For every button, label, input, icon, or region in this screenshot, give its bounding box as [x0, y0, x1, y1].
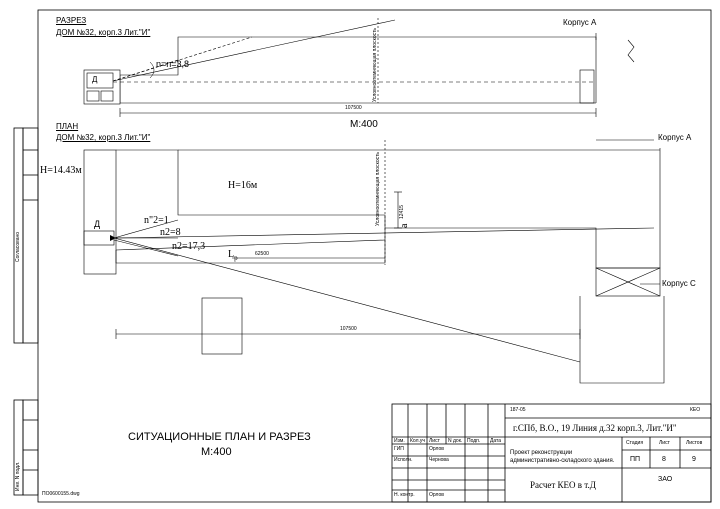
stamp-name-gip: Орлов [429, 446, 444, 452]
stamp-header-list: Лист [429, 438, 440, 444]
title-block [391, 403, 712, 503]
plan-window-label: Д [94, 219, 101, 229]
plan-title: ПЛАН [56, 122, 79, 131]
stamp-sheet-header: Лист [659, 440, 670, 446]
side-strip-agreed-2 [22, 127, 39, 344]
side-inv: Инв. N подл. [15, 461, 21, 491]
plan-l-sub: p [234, 254, 238, 262]
stamp-role-control: Н. контр. [394, 492, 415, 498]
section-plane-label: Условноотемняющая плоскость [372, 27, 378, 102]
stamp-org: ЗАО [658, 476, 673, 483]
main-title: СИТУАЦИОННЫЕ ПЛАН И РАЗРЕЗ [128, 431, 311, 443]
plan-l-letter: L [228, 249, 235, 260]
plan-ratio-1: n"2=1 [144, 215, 169, 226]
stamp-header-izm: Изм. [394, 438, 405, 444]
plan-ratio-3: n2=17,3 [172, 241, 206, 252]
side-agreed: Согласовано [15, 231, 21, 262]
stamp-header-doc: N док. [448, 438, 463, 444]
stamp-sheet-number: 8 [662, 456, 666, 463]
plan-corpus-c: Корпус С [662, 279, 696, 288]
stamp-address: г.СПб, В.О., 19 Линия д.32 корп.3, Лит."… [513, 423, 677, 433]
stamp-calc: Расчет КЕО в т.Д [530, 480, 596, 490]
plan-a-dimension: 12415 [399, 205, 405, 219]
stamp-code: 187-05 [510, 407, 526, 413]
section-scale: М:400 [350, 119, 378, 130]
main-scale: М:400 [201, 446, 232, 458]
stamp-role-exec: Исполн. [394, 457, 413, 463]
section-title: РАЗРЕЗ [56, 16, 87, 25]
stamp-stage-header: Стадия [626, 440, 644, 446]
stamp-stage: ПП [630, 456, 641, 463]
stamp-project: Проект реконструкции административно-скл… [510, 450, 615, 465]
bottom-code: ПО0600155.dwg [42, 491, 80, 497]
plan-ratio-2: n2=8 [160, 227, 181, 238]
plan-a-label: a [399, 223, 410, 228]
stamp-header-kol: Кол.уч [410, 438, 425, 444]
section-subtitle: ДОМ №32, корп.3 Лит."И" [56, 28, 151, 37]
stamp-sheets-number: 9 [692, 456, 696, 463]
section-ratio-label: n=n=3,8 [156, 59, 190, 69]
stamp-header-date: Дата [490, 438, 502, 444]
stamp-name-exec: Чернова [429, 457, 449, 463]
section-dimension: 107500 [345, 105, 362, 111]
stamp-sheets-header: Листов [686, 440, 703, 446]
section-window-label: Д [92, 75, 98, 84]
side-strip-inv-2 [22, 399, 39, 496]
section-drawing [83, 18, 635, 117]
plan-corpus-a: Корпус А [658, 133, 692, 142]
plan-l-dimension: 62500 [255, 251, 269, 257]
stamp-code-right: КЕО [690, 407, 701, 413]
stamp-name-control: Орлов [429, 492, 444, 498]
plan-drawing [83, 139, 665, 384]
plan-subtitle: ДОМ №32, корп.3 Лит."И" [56, 133, 151, 142]
plan-l-label: Lp [228, 250, 238, 262]
plan-height-left: Н=14.43м [40, 165, 82, 176]
stamp-role-gip: ГИП [394, 446, 404, 452]
stamp-header-sign: Подп. [467, 438, 481, 444]
plan-height-mid: Н=16м [228, 180, 258, 191]
plan-plane-label: Условноотемняющая плоскость [375, 151, 381, 226]
section-corpus-label: Корпус А [563, 18, 597, 27]
plan-dimension: 107500 [340, 326, 357, 332]
